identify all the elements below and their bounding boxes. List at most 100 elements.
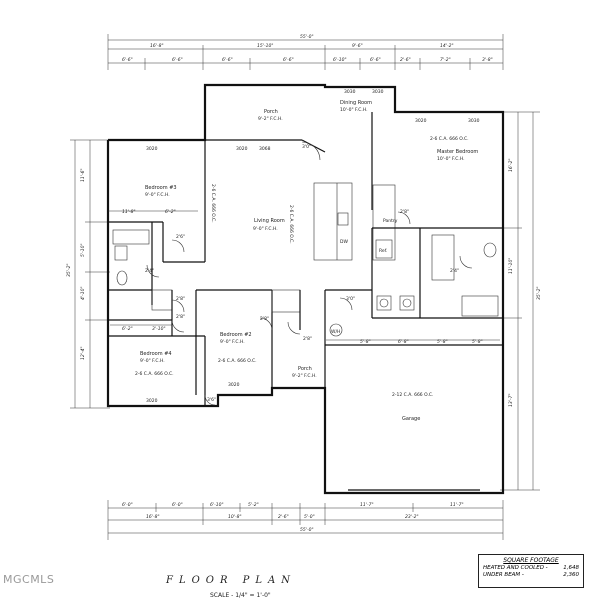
washer bbox=[399, 295, 415, 311]
dim-top2-5: 6'-10" bbox=[333, 57, 347, 63]
svg-text:3068: 3068 bbox=[259, 146, 271, 152]
watermark-logo: MGCMLS bbox=[3, 573, 55, 586]
bed2-ceiling: 2-6 C.A. 666 O.C. bbox=[218, 358, 257, 364]
square-footage-box: SQUARE FOOTAGE HEATED AND COOLED - 1,648… bbox=[478, 554, 584, 588]
dim-top2-9: 3'-8" bbox=[482, 57, 493, 63]
dim-top2-3: 6'-6" bbox=[222, 57, 233, 63]
sqft-under-value: 2,360 bbox=[563, 572, 579, 578]
opening-tags: 3020 3020 3068 3030 3030 3020 3030 3020 … bbox=[145, 89, 480, 404]
left-dimensions: 11'-6" 5'-10" 4'-10" 12'-4" 35'-2" bbox=[66, 139, 110, 409]
tub-bath-2 bbox=[112, 229, 150, 245]
porch-back-name: Porch bbox=[298, 366, 312, 372]
plan-title: FLOOR PLAN bbox=[166, 575, 297, 586]
doors bbox=[146, 141, 473, 406]
sqft-heated-label: HEATED AND COOLED - bbox=[483, 565, 548, 571]
svg-text:Ref.: Ref. bbox=[379, 248, 387, 254]
toilet-bath-2 bbox=[116, 270, 128, 286]
sink-master bbox=[483, 242, 497, 258]
bedroom4-size: 9'-0" F.C.H. bbox=[140, 358, 165, 364]
dim-left-3: 4'-10" bbox=[80, 286, 86, 300]
svg-text:2'8": 2'8" bbox=[260, 316, 269, 322]
bedroom3-size: 9'-0" F.C.H. bbox=[145, 192, 170, 198]
sqft-heated-row: HEATED AND COOLED - 1,648 bbox=[479, 564, 583, 571]
plan-scale: SCALE - 1/4" = 1'-0" bbox=[210, 592, 271, 599]
svg-text:11'-8": 11'-8" bbox=[122, 209, 136, 215]
dim-bottom2-3: 2'-6" bbox=[278, 514, 289, 520]
svg-text:6'-8": 6'-8" bbox=[398, 339, 409, 345]
dim-bottom2-1: 16'-8" bbox=[146, 514, 160, 520]
dim-bottom-1: 6'-0" bbox=[122, 502, 133, 508]
svg-text:Pantry: Pantry bbox=[383, 218, 398, 224]
svg-text:2'6": 2'6" bbox=[176, 234, 185, 240]
dishwasher bbox=[337, 212, 349, 226]
sqft-under-label: UNDER BEAM - bbox=[483, 572, 524, 578]
svg-text:3'6": 3'6" bbox=[207, 397, 216, 403]
svg-text:3'0": 3'0" bbox=[302, 144, 311, 150]
dim-top2-7: 2'-6" bbox=[400, 57, 411, 63]
dim-bottom-5: 11'-7" bbox=[360, 502, 374, 508]
bed4-ceiling: 2-6 C.A. 666 O.C. bbox=[135, 371, 174, 377]
dim-bottom-4: 5'-2" bbox=[248, 502, 259, 508]
living-size: 9'-0" F.C.H. bbox=[253, 226, 278, 232]
dim-top-4: 14'-2" bbox=[440, 43, 454, 49]
dim-top2-1: 6'-6" bbox=[122, 57, 133, 63]
exterior-walls bbox=[106, 83, 505, 495]
sqft-under-row: UNDER BEAM - 2,360 bbox=[479, 571, 583, 578]
svg-text:2'8": 2'8" bbox=[400, 209, 409, 215]
master-size: 10'-0" F.C.H. bbox=[437, 156, 465, 162]
room-labels: Porch 9'-2" F.C.H. Dining Room 10'-0" F.… bbox=[135, 100, 478, 422]
master-name: Master Bedroom bbox=[437, 149, 478, 155]
dim-top2-8: 7'-2" bbox=[440, 57, 451, 63]
dim-left-2: 5'-10" bbox=[80, 243, 86, 257]
vanity-bath-2 bbox=[114, 245, 128, 261]
dim-top-1: 16'-8" bbox=[150, 43, 164, 49]
refrigerator bbox=[375, 239, 393, 259]
bottom-dimensions: 6'-0" 6'-0" 6'-10" 5'-2" 11'-7" 11'-7" 1… bbox=[107, 500, 504, 540]
svg-text:5'-8": 5'-8" bbox=[437, 339, 448, 345]
porch-front-name: Porch bbox=[264, 109, 278, 115]
dim-right-total: 35'-2" bbox=[536, 286, 542, 300]
svg-text:3020: 3020 bbox=[236, 146, 248, 152]
svg-text:DW: DW bbox=[340, 239, 348, 245]
svg-text:W/H: W/H bbox=[331, 329, 340, 335]
shower-master bbox=[431, 234, 455, 281]
svg-text:6'-2": 6'-2" bbox=[122, 326, 133, 332]
dim-left-4: 12'-4" bbox=[80, 346, 86, 360]
dim-bottom2-5: 23'-2" bbox=[405, 514, 419, 520]
svg-text:3'0": 3'0" bbox=[346, 296, 355, 302]
svg-text:5'-8": 5'-8" bbox=[360, 339, 371, 345]
porch-back-size: 9'-2" F.C.H. bbox=[292, 373, 317, 379]
bed3-ceiling: 2-6 C.A. 666 O.C. bbox=[210, 184, 216, 223]
dim-total-top: 55'-0" bbox=[300, 34, 314, 40]
dim-top-2: 15'-10" bbox=[257, 43, 273, 49]
svg-text:5'-8": 5'-8" bbox=[472, 339, 483, 345]
dim-right-1: 16'-2" bbox=[508, 158, 514, 172]
dim-right-3: 13'-7" bbox=[508, 393, 514, 407]
dim-top2-4: 6'-6" bbox=[283, 57, 294, 63]
dining-size: 10'-0" F.C.H. bbox=[340, 107, 368, 113]
svg-text:2'8": 2'8" bbox=[176, 314, 185, 320]
fixtures bbox=[112, 212, 499, 337]
right-dimensions: 16'-2" 11'-10" 35'-2" 13'-7" bbox=[500, 111, 542, 491]
svg-text:3030: 3030 bbox=[468, 118, 480, 124]
garage-ceiling: 2-12 C.A. 666 O.C. bbox=[392, 392, 433, 398]
master-ceiling: 2-6 C.A. 666 O.C. bbox=[430, 136, 469, 142]
sqft-heading: SQUARE FOOTAGE bbox=[503, 557, 559, 564]
svg-text:3'-10": 3'-10" bbox=[152, 326, 166, 332]
svg-text:2'8": 2'8" bbox=[303, 336, 312, 342]
svg-text:3030: 3030 bbox=[372, 89, 384, 95]
svg-text:6'-2": 6'-2" bbox=[165, 209, 176, 215]
svg-text:3020: 3020 bbox=[146, 398, 158, 404]
dryer bbox=[376, 295, 392, 311]
dining-name: Dining Room bbox=[340, 100, 372, 106]
dim-left-1: 11'-6" bbox=[80, 168, 86, 182]
svg-text:3020: 3020 bbox=[415, 118, 427, 124]
svg-text:2'8": 2'8" bbox=[176, 296, 185, 302]
dim-bottom-6: 11'-7" bbox=[450, 502, 464, 508]
sqft-heated-value: 1,648 bbox=[563, 565, 579, 571]
dim-left-total: 35'-2" bbox=[66, 263, 72, 277]
bedroom2-name: Bedroom #2 bbox=[220, 332, 252, 338]
dim-bottom2-4: 5'-0" bbox=[304, 514, 315, 520]
tub-master bbox=[461, 295, 499, 317]
